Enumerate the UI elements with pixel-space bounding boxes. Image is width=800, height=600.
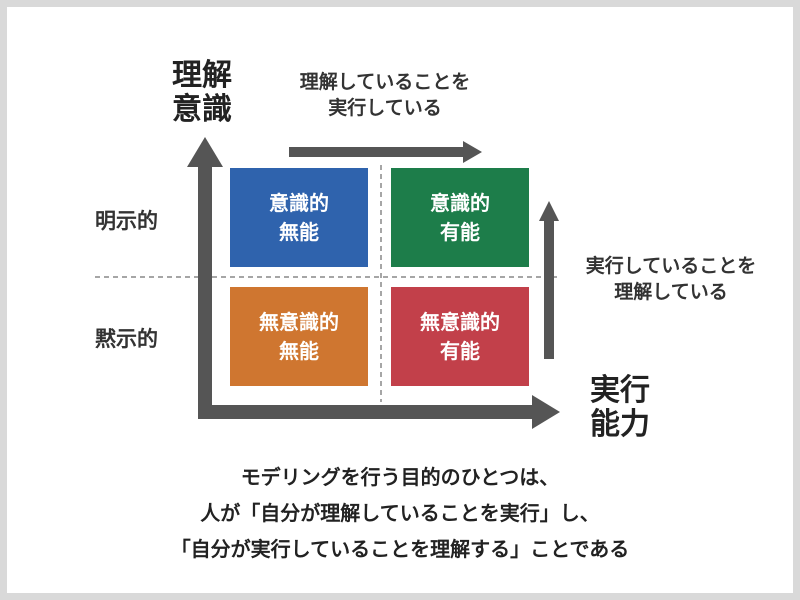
quadrant-label-line2: 無能 [279, 338, 319, 363]
top-arrow-note-line2: 実行している [328, 97, 442, 119]
x-axis-title-line1: 実行 [590, 373, 650, 408]
top-arrow-note-line1: 理解していることを [299, 71, 471, 93]
top-arrow-head [463, 141, 482, 163]
quadrant-label-line1: 無意識的 [420, 309, 500, 334]
right-arrow-head [539, 201, 559, 221]
row-label-explicit: 明示的 [95, 209, 158, 233]
right-arrow-note-line1: 実行していることを [585, 255, 757, 277]
y-axis-title-line1: 理解 [172, 58, 232, 93]
row-label-implicit: 黙示的 [95, 327, 158, 351]
matrix-diagram [95, 137, 560, 429]
top-arrow-shaft [289, 147, 465, 157]
y-axis-title: 理解 意識 [162, 59, 242, 127]
caption-line1: モデリングを行う目的のひとつは、 [240, 465, 560, 489]
right-arrow-note-line2: 理解している [614, 281, 728, 303]
quadrant-unconscious-incompetence: 無意識的 無能 [230, 287, 368, 386]
top-arrow-note: 理解していることを 実行している [275, 69, 495, 121]
quadrant-conscious-incompetence: 意識的 無能 [230, 168, 368, 267]
right-arrow-shaft [544, 219, 554, 359]
x-axis-arrowhead [532, 395, 560, 429]
slide: 理解 意識 実行 能力 明示的 黙示的 理解していることを 実行している 実行し… [7, 7, 793, 593]
quadrant-label-line1: 無意識的 [259, 309, 339, 334]
quadrant-label-line2: 有能 [440, 338, 480, 363]
y-axis-title-line2: 意識 [172, 92, 232, 127]
quadrant-label-line2: 有能 [440, 219, 480, 244]
right-arrow-note: 実行していることを 理解している [561, 253, 781, 305]
quadrant-label-line2: 無能 [279, 219, 319, 244]
caption: モデリングを行う目的のひとつは、 人が「自分が理解していることを実行」し、 「自… [50, 459, 750, 567]
y-axis-arrowhead [187, 137, 223, 167]
y-axis [198, 165, 212, 419]
quadrant-label-line1: 意識的 [269, 190, 329, 215]
x-axis [198, 405, 534, 419]
quadrant-conscious-competence: 意識的 有能 [391, 168, 529, 267]
quadrant-unconscious-competence: 無意識的 有能 [391, 287, 529, 386]
caption-line3: 「自分が実行していることを理解する」ことである [170, 537, 630, 561]
quadrant-label-line1: 意識的 [430, 190, 490, 215]
x-axis-title-line2: 能力 [590, 407, 650, 442]
x-axis-title: 実行 能力 [580, 374, 660, 442]
caption-line2: 人が「自分が理解していることを実行」し、 [200, 501, 600, 525]
